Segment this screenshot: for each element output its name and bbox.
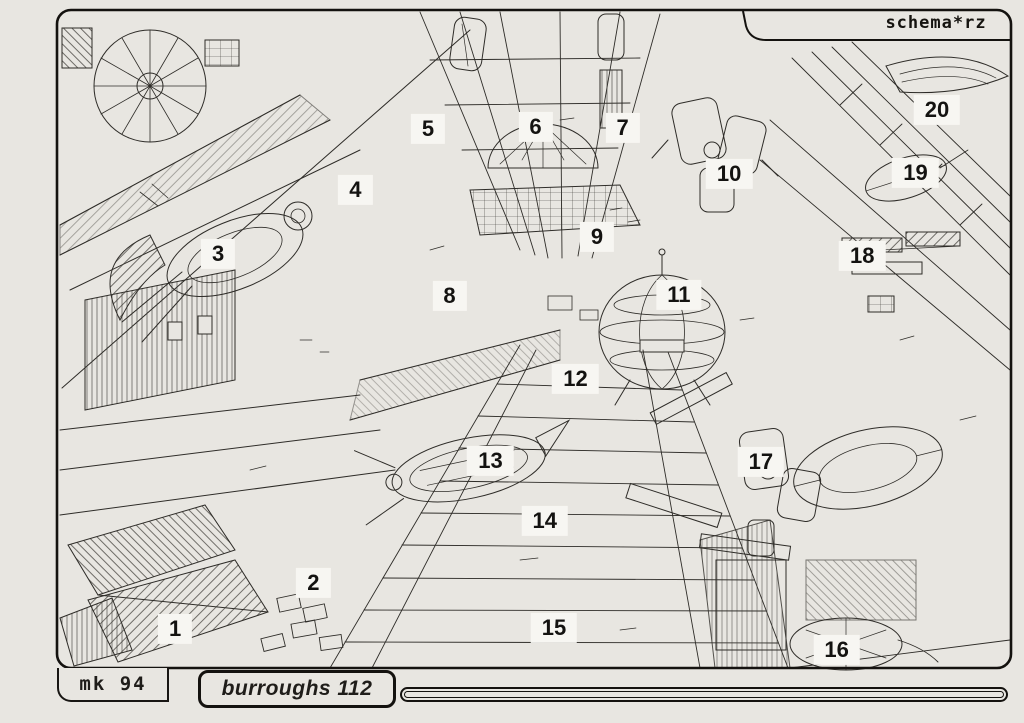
callout-1: 1 xyxy=(157,613,193,645)
callout-16: 16 xyxy=(813,634,860,666)
callout-11: 11 xyxy=(656,279,702,311)
footer-strip-inner xyxy=(404,691,1004,698)
callout-18: 18 xyxy=(838,240,886,272)
footer-strip xyxy=(400,687,1008,702)
callout-3: 3 xyxy=(200,238,236,269)
callout-6: 6 xyxy=(518,112,553,143)
callout-10: 10 xyxy=(705,159,753,190)
callout-17: 17 xyxy=(737,446,785,478)
title-text: burroughs 112 xyxy=(221,677,373,700)
callout-13: 13 xyxy=(467,446,514,477)
callout-14: 14 xyxy=(521,506,569,537)
callout-19: 19 xyxy=(892,157,939,188)
callout-5: 5 xyxy=(410,113,446,144)
callout-12: 12 xyxy=(552,363,599,394)
callout-8: 8 xyxy=(432,280,467,311)
callout-9: 9 xyxy=(579,222,615,253)
title-box: burroughs 112 xyxy=(198,670,396,708)
callout-7: 7 xyxy=(605,112,640,144)
schema-label: schema*rz xyxy=(885,13,987,33)
mk-label: mk 94 xyxy=(57,668,169,702)
callout-20: 20 xyxy=(913,94,961,125)
callout-4: 4 xyxy=(338,175,373,206)
callout-2: 2 xyxy=(296,567,331,598)
callout-15: 15 xyxy=(530,613,578,644)
